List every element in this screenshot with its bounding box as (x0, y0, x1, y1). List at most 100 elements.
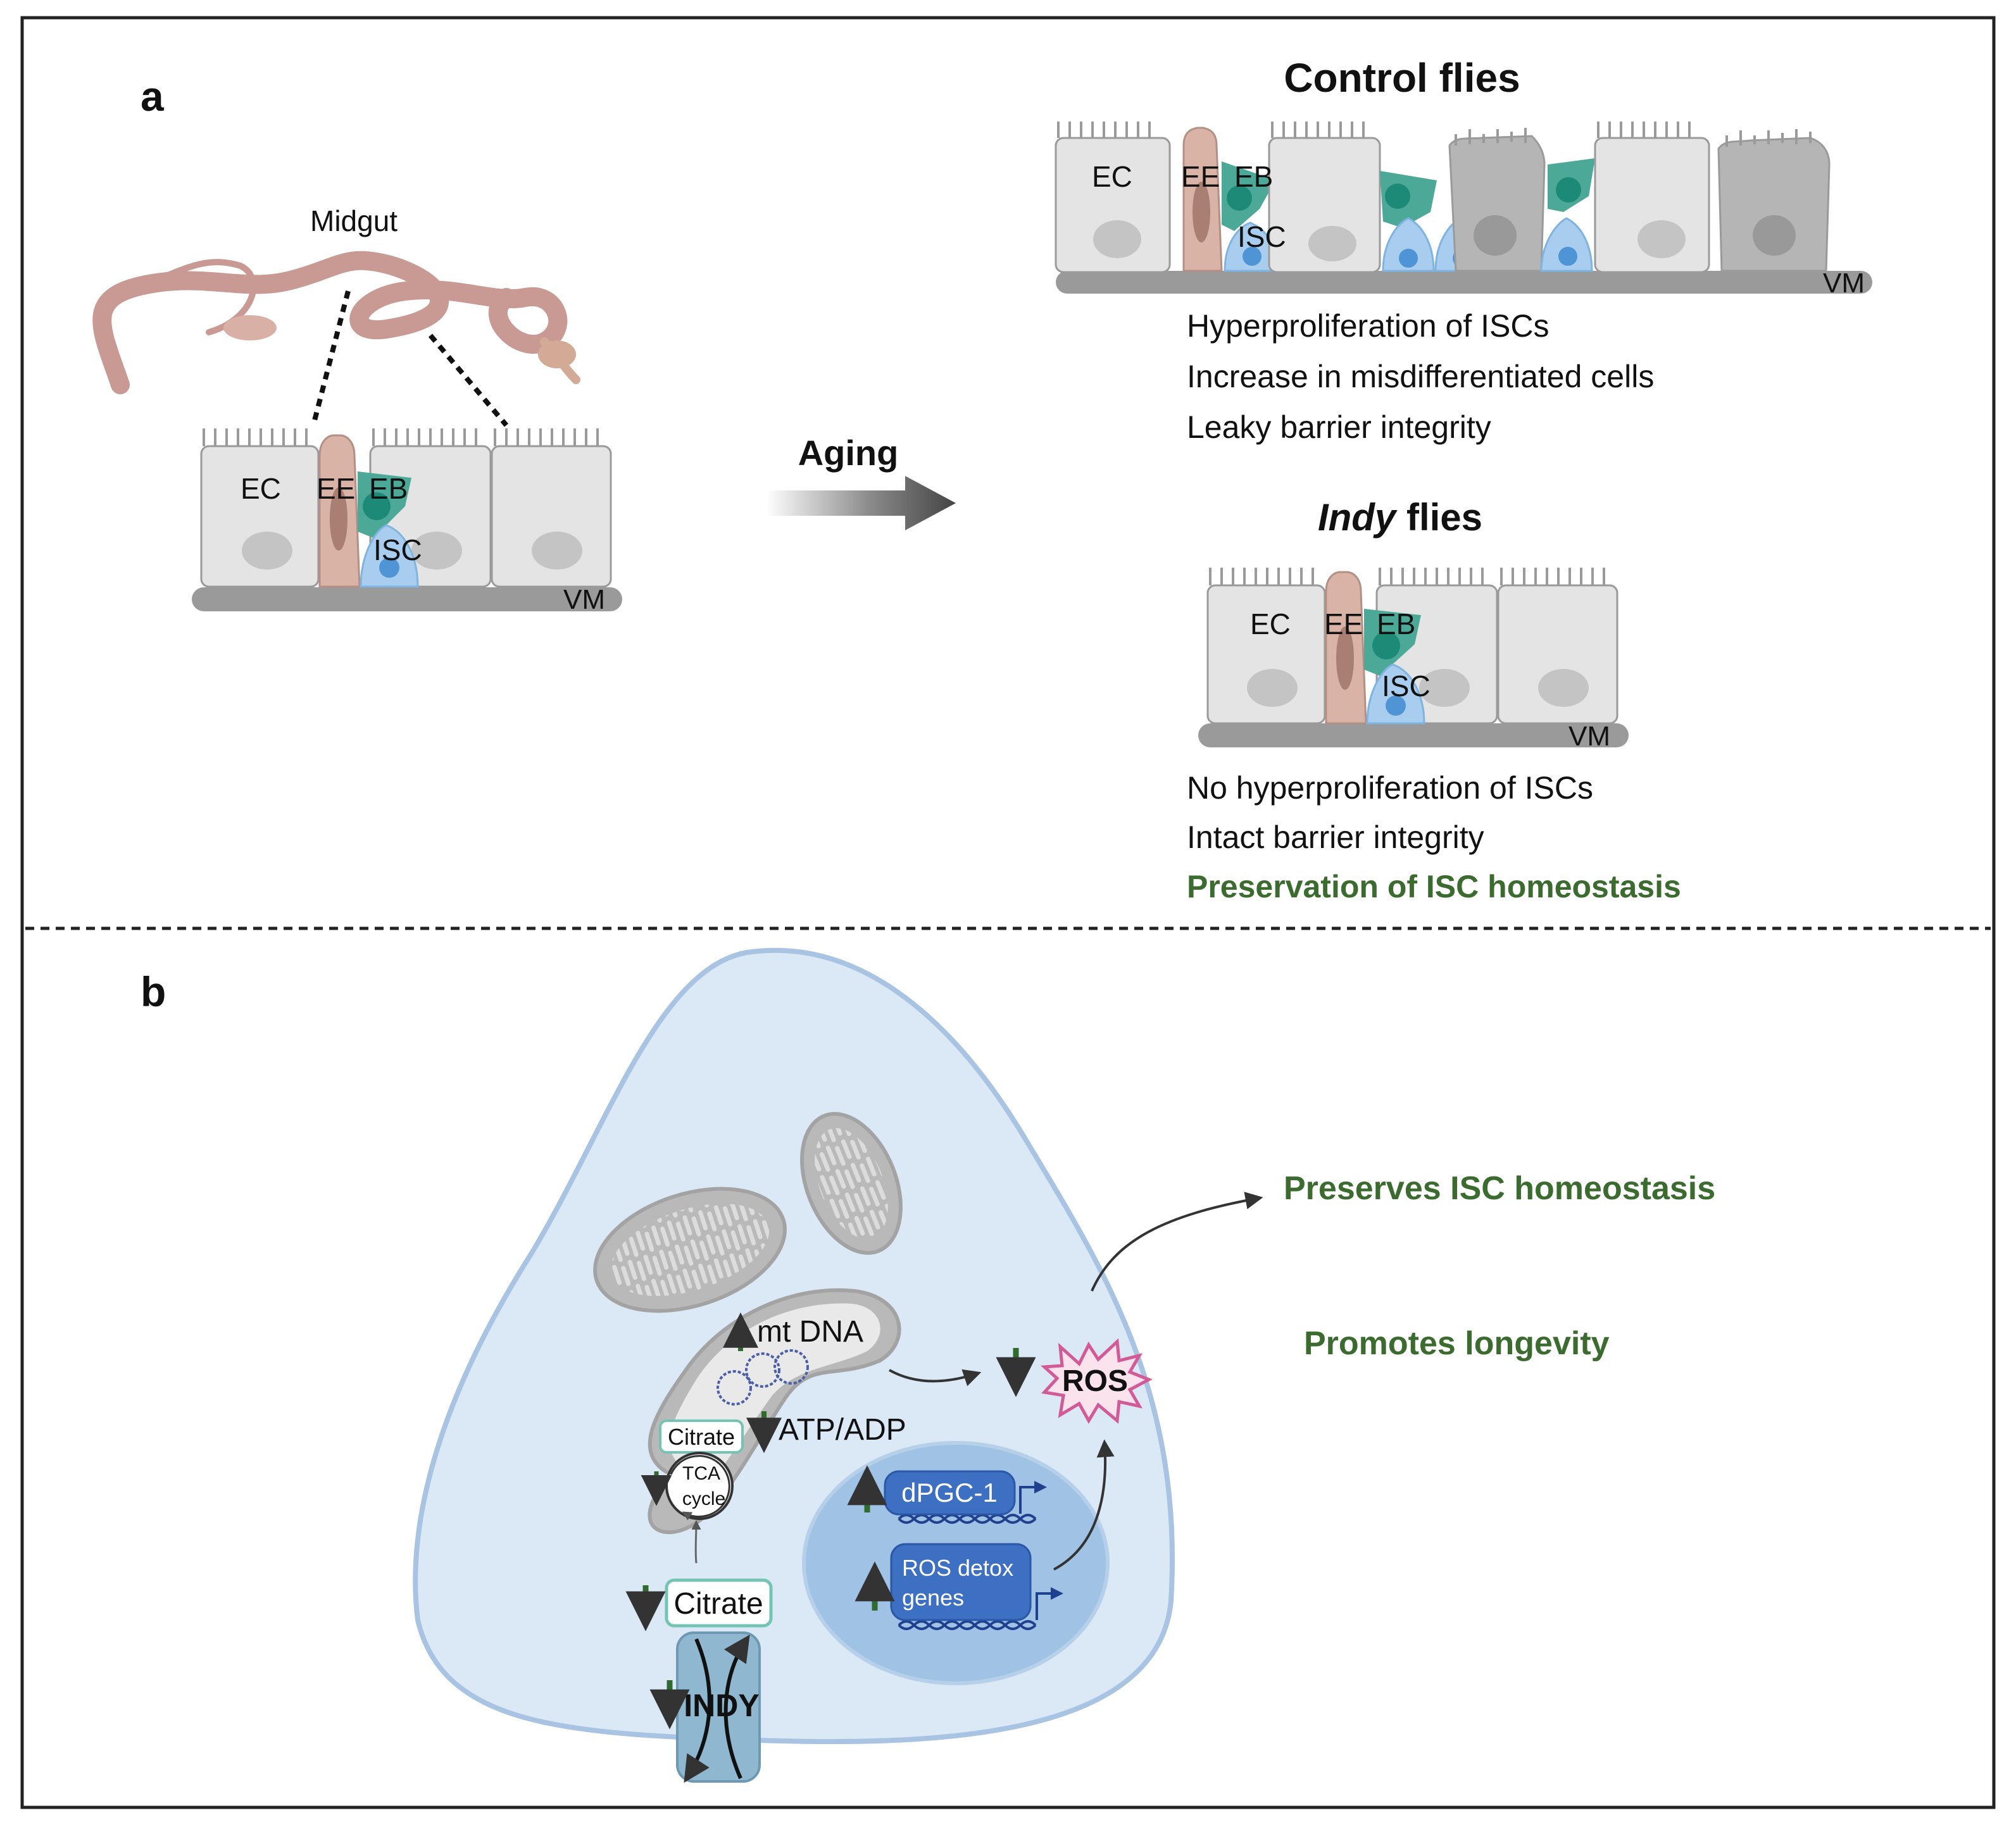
microvilli (1500, 568, 1605, 585)
visceral-muscle (1056, 271, 1872, 294)
indy-flies-title: Indy flies (1318, 496, 1482, 539)
isc-nucleus (1558, 247, 1577, 266)
cell-label-eb: EB (1234, 160, 1273, 193)
transport-arrow-in (723, 1635, 750, 1780)
panel-b: b mt DNA ATP/ADP Citrate TCA cycle (141, 947, 1715, 1783)
gut-bulb (223, 315, 277, 340)
enteroblast-nucleus (1556, 177, 1581, 203)
isc-nucleus (1399, 249, 1418, 268)
citrate-cyto-label: Citrate (673, 1587, 763, 1621)
dpgc1-gene: dPGC-1 (847, 1465, 1047, 1524)
isc-nucleus (1386, 695, 1406, 716)
ros-to-outcome-arrow (1091, 1192, 1263, 1292)
dpgc1-label: dPGC-1 (901, 1478, 998, 1507)
visceral-muscle (1198, 723, 1629, 747)
panel-a: a Midgut (92, 55, 1872, 904)
aging-arrow: Aging (766, 433, 956, 530)
control-finding: Hyperproliferation of ISCs (1187, 308, 1549, 344)
cell-label-isc: ISC (373, 533, 422, 566)
mtdna-circle (773, 1349, 809, 1385)
enterocyte (1055, 137, 1171, 273)
ros-detox-label-line1: ROS detox (902, 1555, 1013, 1581)
cell-label-ee: EE (1324, 608, 1363, 640)
enterocyte-nucleus (1093, 220, 1141, 258)
tca-cycle-arrow (670, 1455, 730, 1521)
aging-arrow-shape (766, 476, 956, 530)
zoom-line (311, 290, 351, 427)
zoom-line (428, 334, 509, 427)
panel-a-label: a (141, 73, 165, 120)
enterocyte-nucleus (1308, 226, 1356, 261)
enteroblast-nucleus (1227, 185, 1252, 211)
citrate-mito-label: Citrate (668, 1424, 735, 1450)
indy-flies-title-italic: Indy (1318, 496, 1398, 539)
cell-label-vm: VM (563, 584, 605, 615)
intestinal-stem-cell (1382, 217, 1435, 272)
mito-to-ros-arrow (889, 1369, 982, 1387)
detox-to-ros-arrow (1053, 1439, 1115, 1571)
intestinal-stem-cell (1366, 663, 1425, 725)
misdifferentiated-nucleus (1753, 215, 1796, 256)
cell-label-isc: ISC (1382, 670, 1431, 702)
indy-finding: Intact barrier integrity (1187, 820, 1484, 855)
cell-label-ec: EC (1250, 608, 1291, 640)
mt-dna-label: mt DNA (757, 1315, 863, 1349)
enterocyte-nucleus (532, 532, 582, 570)
young-epithelium: EC EE EB ISC VM (192, 428, 622, 615)
midgut-tube (92, 251, 568, 394)
enteroblast-nucleus (1385, 184, 1410, 209)
cell-label-ec: EC (241, 472, 281, 505)
enterocyte-nucleus (1538, 669, 1589, 707)
indy-label: INDY (684, 1688, 759, 1723)
control-finding: Leaky barrier integrity (1187, 409, 1491, 445)
enterocyte-nucleus (1637, 220, 1686, 258)
transport-arrow-out (684, 1638, 711, 1783)
promoter-arrow-icon (1036, 1587, 1063, 1620)
intestinal-stem-cell (1540, 217, 1593, 272)
midgut-illustration: Midgut (92, 204, 580, 427)
microvilli (1379, 568, 1484, 585)
ros-detox-genes: ROS detox genes (855, 1543, 1063, 1630)
enteroblast-nucleus (1372, 632, 1400, 659)
panel-b-label: b (141, 968, 166, 1015)
figure-border (20, 16, 1996, 1809)
citrate-cyto-box (665, 1578, 773, 1628)
control-finding: Increase in misdifferentiated cells (1187, 359, 1654, 394)
mtdna-circle (745, 1352, 780, 1388)
microvilli (203, 428, 308, 446)
isc-nucleus (1243, 247, 1262, 266)
atp-adp-label: ATP/ADP (779, 1413, 906, 1447)
enteroendocrine-nucleus (1336, 627, 1354, 690)
cell-label-eb: EB (369, 472, 408, 505)
misdifferentiated-nucleus (1474, 215, 1517, 256)
cell-label-vm: VM (1823, 268, 1865, 299)
enteroendocrine-nucleus (330, 487, 347, 551)
visceral-muscle (192, 587, 622, 611)
ros-detox-label-line2: genes (902, 1585, 964, 1611)
mtdna-circle (717, 1370, 752, 1406)
midgut-label: Midgut (310, 204, 398, 237)
microvilli (372, 428, 477, 446)
outcome-isc-homeostasis: Preserves ISC homeostasis (1284, 1170, 1715, 1207)
cell-label-vm: VM (1568, 721, 1610, 752)
microvilli (1455, 128, 1527, 146)
microvilli (494, 428, 599, 446)
enterocyte-nucleus (1419, 669, 1470, 707)
malpighian-tubule (142, 259, 257, 335)
dna-helix (898, 1620, 1037, 1630)
microvilli (1725, 129, 1812, 147)
outcome-longevity: Promotes longevity (1304, 1325, 1610, 1362)
control-flies: Control flies (1055, 55, 1872, 445)
cell-label-ee: EE (316, 472, 355, 505)
enteroendocrine-nucleus (1193, 182, 1210, 242)
cell-label-ec: EC (1092, 160, 1132, 193)
enterocyte-nucleus (1247, 669, 1298, 707)
intestinal-stem-cell (360, 524, 419, 588)
microvilli (1057, 122, 1151, 138)
cell-label-ee: EE (1181, 160, 1220, 193)
mitochondrion-cristae (815, 1128, 888, 1239)
ros-burst-icon (1040, 1338, 1153, 1424)
ros-label: ROS (1062, 1364, 1128, 1398)
tca-label-line1: TCA (682, 1463, 720, 1484)
